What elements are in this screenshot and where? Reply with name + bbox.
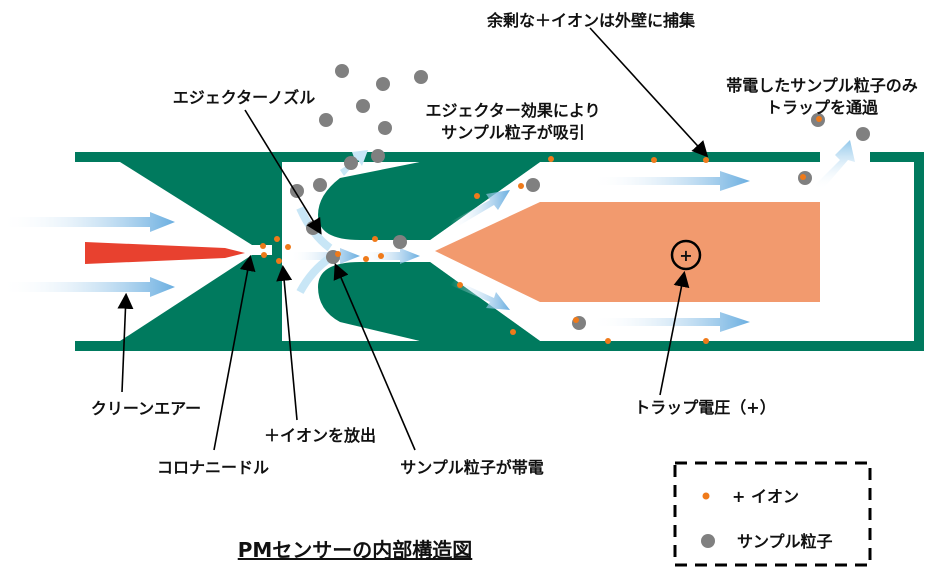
label-charged-pass-2: トラップを通過 <box>766 98 879 117</box>
label-charged-pass-1: 帯電したサンプル粒子のみ <box>726 76 918 95</box>
leader-lines <box>117 27 709 451</box>
ion <box>457 282 463 288</box>
ion <box>605 338 611 344</box>
inlet-nozzle-lower <box>120 255 272 341</box>
plus-charge-icon <box>670 239 702 271</box>
ion <box>261 252 267 258</box>
ion <box>274 236 280 242</box>
particle <box>856 127 870 141</box>
ion <box>363 256 369 262</box>
legend: + イオン サンプル粒子 <box>673 461 872 567</box>
ion <box>474 193 480 199</box>
diagram-title: PMセンサーの内部構造図 <box>238 538 473 562</box>
legend-box <box>673 461 872 567</box>
legend-particle-icon <box>701 534 715 548</box>
plus-charge-symbol: + <box>679 246 692 265</box>
inlet-nozzle-upper <box>120 162 272 245</box>
label-excess-ions: 余剰な＋イオンは外壁に捕集 <box>486 11 696 30</box>
legend-ion-label: + イオン <box>732 487 799 506</box>
label-clean-air: クリーンエアー <box>91 399 201 418</box>
ion <box>703 157 709 163</box>
ion <box>573 317 579 323</box>
bottom-wall <box>75 341 924 351</box>
particle <box>319 113 333 127</box>
sample-particles <box>290 64 870 330</box>
ion <box>276 258 282 264</box>
label-trap-voltage: トラップ電圧（+） <box>634 398 775 417</box>
particle <box>356 99 370 113</box>
ion <box>651 157 657 163</box>
ion <box>548 156 554 162</box>
labels: 余剰な＋イオンは外壁に捕集 帯電したサンプル粒子のみ トラップを通過 エジェクタ… <box>91 11 918 562</box>
trap-electrode <box>435 202 820 302</box>
label-ejector-nozzle: エジェクターノズル <box>173 88 315 107</box>
particle <box>344 156 358 170</box>
label-ejector-effect-1: エジェクター効果により <box>425 101 600 120</box>
corona-needle <box>85 242 245 264</box>
particle <box>526 178 540 192</box>
particle <box>376 77 390 91</box>
label-ejector-effect-2: サンプル粒子が吸引 <box>441 123 585 142</box>
ion <box>260 243 266 249</box>
ion <box>703 338 709 344</box>
right-wall <box>914 152 924 351</box>
label-corona-needle: コロナニードル <box>157 458 269 477</box>
ion <box>285 244 291 250</box>
particle <box>393 235 407 249</box>
particle <box>378 121 392 135</box>
positive-ions <box>260 116 822 344</box>
particle <box>371 149 385 163</box>
label-particle-charged: サンプル粒子が帯電 <box>400 458 544 477</box>
ion <box>510 329 516 335</box>
label-ion-release: ＋イオンを放出 <box>264 426 376 445</box>
ion <box>335 251 341 257</box>
particle <box>335 64 349 78</box>
particle <box>414 70 428 84</box>
top-wall-right <box>870 152 924 162</box>
ion <box>816 116 822 122</box>
ion <box>518 183 524 189</box>
legend-particle-label: サンプル粒子 <box>737 532 833 551</box>
legend-ion-icon <box>702 492 710 500</box>
particle <box>313 178 327 192</box>
ion <box>372 236 378 242</box>
top-wall-left <box>75 152 820 162</box>
ion <box>800 174 806 180</box>
ion <box>378 253 384 259</box>
clean-air-flow <box>0 212 175 297</box>
